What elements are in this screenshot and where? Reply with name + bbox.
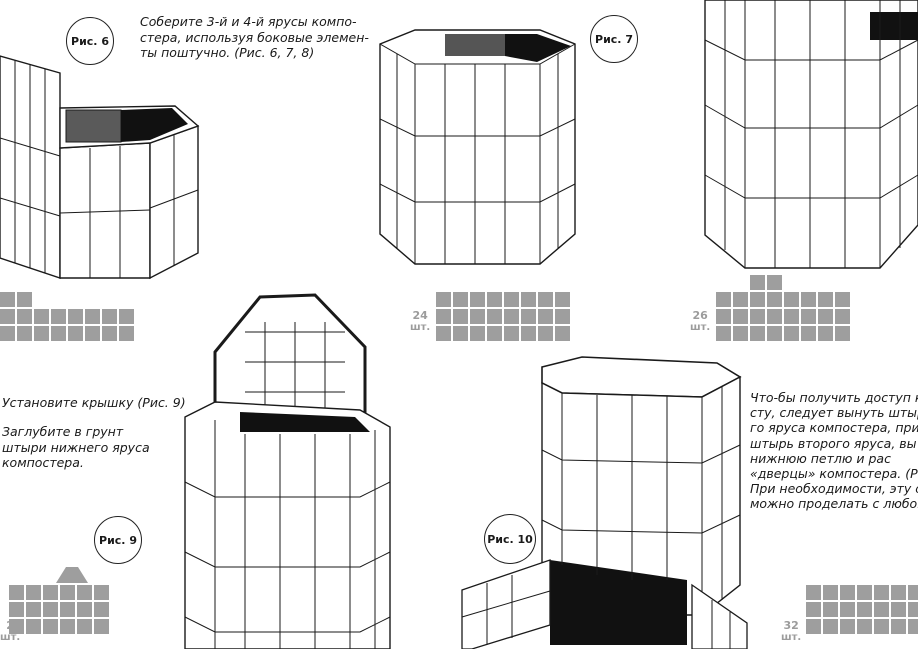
instruction-line: го яруса компостера, при: [750, 420, 918, 436]
instruction-line: нижнюю петлю и рас: [750, 450, 891, 466]
instruction-lid: Установите крышку (Рис. 9): [2, 395, 186, 410]
instruction-line: сту, следует вынуть штыр: [750, 405, 918, 421]
figure-label-7: Рис. 7: [590, 15, 638, 63]
instruction-door: Что-бы получить доступ к сту, следует вы…: [750, 390, 918, 512]
piece-grid-24: [436, 292, 570, 341]
composter-fig6-illustration: [0, 55, 200, 280]
piece-grid-26: [716, 275, 850, 341]
figure-label-6: Рис. 6: [66, 17, 114, 65]
piece-grid-32: [806, 585, 918, 634]
composter-fig9-illustration: [184, 293, 391, 649]
instruction-line: При необходимости, эту о: [750, 481, 918, 497]
instruction-line: Соберите 3-й и 4-й ярусы компо-: [140, 14, 357, 29]
instruction-line: штыри нижнего яруса: [2, 439, 150, 455]
figure-label-10: Рис. 10: [484, 514, 536, 564]
instruction-pins: Заглубите в грунт штыри нижнего яруса ко…: [2, 424, 150, 471]
instruction-line: ты поштучно. (Рис. 6, 7, 8): [140, 45, 315, 60]
instruction-line: Заглубите в грунт: [2, 424, 124, 439]
instruction-line: штырь второго яруса, вы: [750, 435, 917, 451]
instruction-line: Что-бы получить доступ к: [750, 390, 918, 405]
figure-label-9: Рис. 9: [94, 516, 142, 564]
instruction-line: можно проделать с любой с: [750, 496, 918, 512]
instruction-line: стера, используя боковые элемен-: [140, 29, 369, 45]
lid-piece-shape: [56, 567, 88, 583]
piece-grid-fig9: [9, 585, 109, 634]
count-32: 32 шт.: [781, 619, 802, 644]
piece-grid-fig6: [0, 292, 134, 341]
instruction-tiers: Соберите 3-й и 4-й ярусы компо- стера, и…: [140, 14, 369, 61]
composter-fig7-illustration: [379, 29, 576, 265]
count-24: 24 шт.: [410, 309, 431, 334]
composter-fig8-illustration: [704, 0, 918, 269]
instruction-line: «дверцы» компостера. (Р: [750, 466, 918, 482]
count-26: 26 шт.: [690, 309, 711, 334]
composter-fig10-illustration: [461, 356, 748, 649]
instruction-line: компостера.: [2, 455, 84, 470]
